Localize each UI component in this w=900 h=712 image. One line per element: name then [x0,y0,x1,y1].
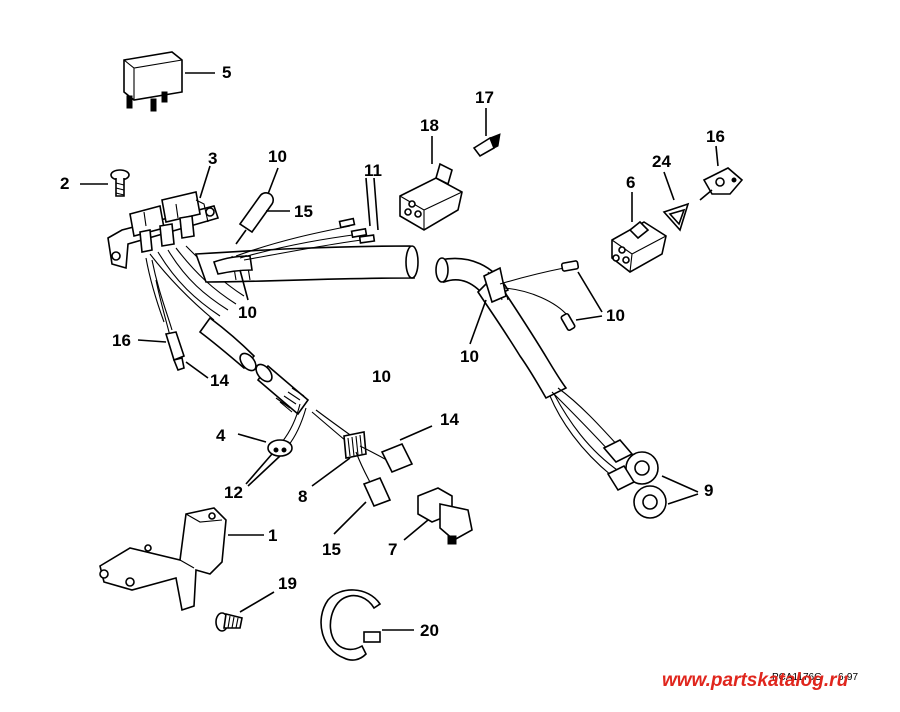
callout-20: 17 [475,88,494,107]
part-23-strap [320,589,382,661]
callout-13: 11 [364,161,382,180]
part-20-pin [472,133,501,158]
callout-18: 16 [112,331,131,350]
watermark: www.partskatalog.ru [662,670,849,691]
callout-2: 2 [60,174,70,193]
part-2-screw [110,169,130,197]
part-24-grommet [662,202,690,232]
callout-8: 8 [298,487,308,506]
callout-19: 16 [706,127,725,146]
callout-1: 1 [268,526,278,545]
part-16-terminals [362,442,414,508]
callout-14: 12 [224,483,243,502]
drawing-revision: 6-97 [838,672,859,683]
callout-4: 4 [216,426,226,445]
harness-right [435,257,667,519]
part-8-splice [311,409,391,487]
callout-3: 3 [208,149,218,168]
callout-12: 10 [606,306,625,325]
callout-24: 24 [652,152,671,171]
part-21-connector [399,162,463,231]
callout-21: 18 [420,116,439,135]
callout-16-lower: 15 [322,540,341,559]
callout-22: 19 [278,574,297,593]
callout-9: 9 [704,481,714,500]
part-11-connector [235,192,275,245]
part-5-relay [123,51,183,112]
callout-10-upper: 10 [238,303,257,322]
callout-10-lower: 10 [372,367,391,386]
part-17-connector [155,279,185,371]
callout-16-upper: 14 [440,410,459,429]
part-19-sensor [699,167,744,201]
callout-23: 20 [420,621,439,640]
part-4-grommet [267,403,307,457]
callout-15: 15 [294,202,313,221]
part-1-bracket [99,507,227,612]
harness-left [145,217,419,416]
part-22-screw [215,612,243,632]
callout-5: 5 [222,63,232,82]
callout-7: 7 [388,540,398,559]
callout-11: 10 [268,147,287,166]
callout-17: 14 [210,371,229,390]
callout-6: 6 [626,173,636,192]
part-6-connector [611,220,667,273]
part-7-plug [417,487,473,545]
part-3-terminal-block [107,191,220,270]
callout-10-right: 10 [460,347,479,366]
drawing-code: PCA1176G [772,672,822,683]
